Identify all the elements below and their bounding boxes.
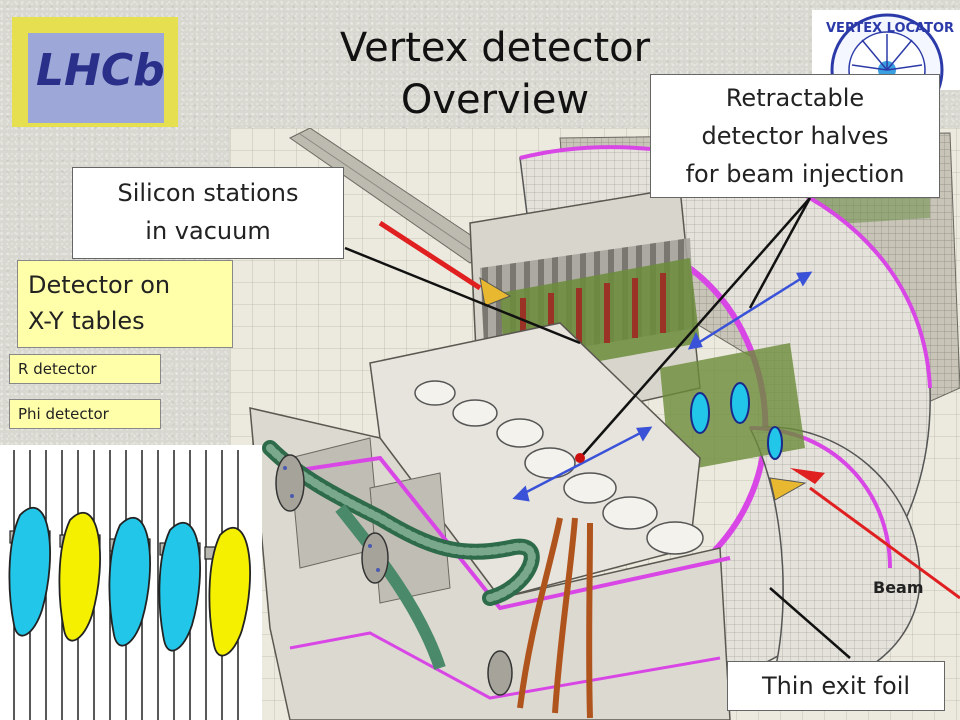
callout-thin-exit-foil-text: Thin exit foil: [761, 672, 911, 700]
lhcb-logo-art: LHCb: [12, 17, 178, 127]
legend-phi-detector: Phi detector: [9, 399, 161, 429]
velo-logo-text: VERTEX LOCATOR: [826, 21, 954, 36]
callout-silicon-stations: Silicon stations in vacuum: [72, 167, 344, 259]
page-title: Vertex detector Overview: [270, 22, 720, 126]
title-line-1: Vertex detector: [339, 25, 651, 71]
sensor-sketch: [0, 445, 262, 720]
callout-xy-tables: Detector on X-Y tables: [17, 260, 233, 348]
callout-retractable-halves: Retractable detector halves for beam inj…: [650, 74, 940, 198]
legend-r-detector-text: R detector: [18, 360, 97, 378]
title-line-2: Overview: [400, 77, 590, 123]
callout-retractable-line-2: detector halves: [701, 122, 889, 150]
callout-thin-exit-foil: Thin exit foil: [727, 661, 945, 711]
lhcb-logo: LHCb: [12, 17, 178, 127]
legend-r-detector: R detector: [9, 354, 161, 384]
callout-xy-tables-line-2: X-Y tables: [28, 307, 145, 335]
callout-xy-tables-line-1: Detector on: [28, 271, 171, 299]
lhcb-logo-text: LHCb: [36, 45, 165, 96]
callout-silicon-line-2: in vacuum: [145, 217, 271, 245]
beam-label: Beam: [873, 578, 924, 597]
callout-retractable-line-3: for beam injection: [685, 160, 905, 188]
callout-retractable-line-1: Retractable: [725, 84, 865, 112]
legend-phi-detector-text: Phi detector: [18, 405, 109, 423]
callout-silicon-line-1: Silicon stations: [117, 179, 299, 207]
